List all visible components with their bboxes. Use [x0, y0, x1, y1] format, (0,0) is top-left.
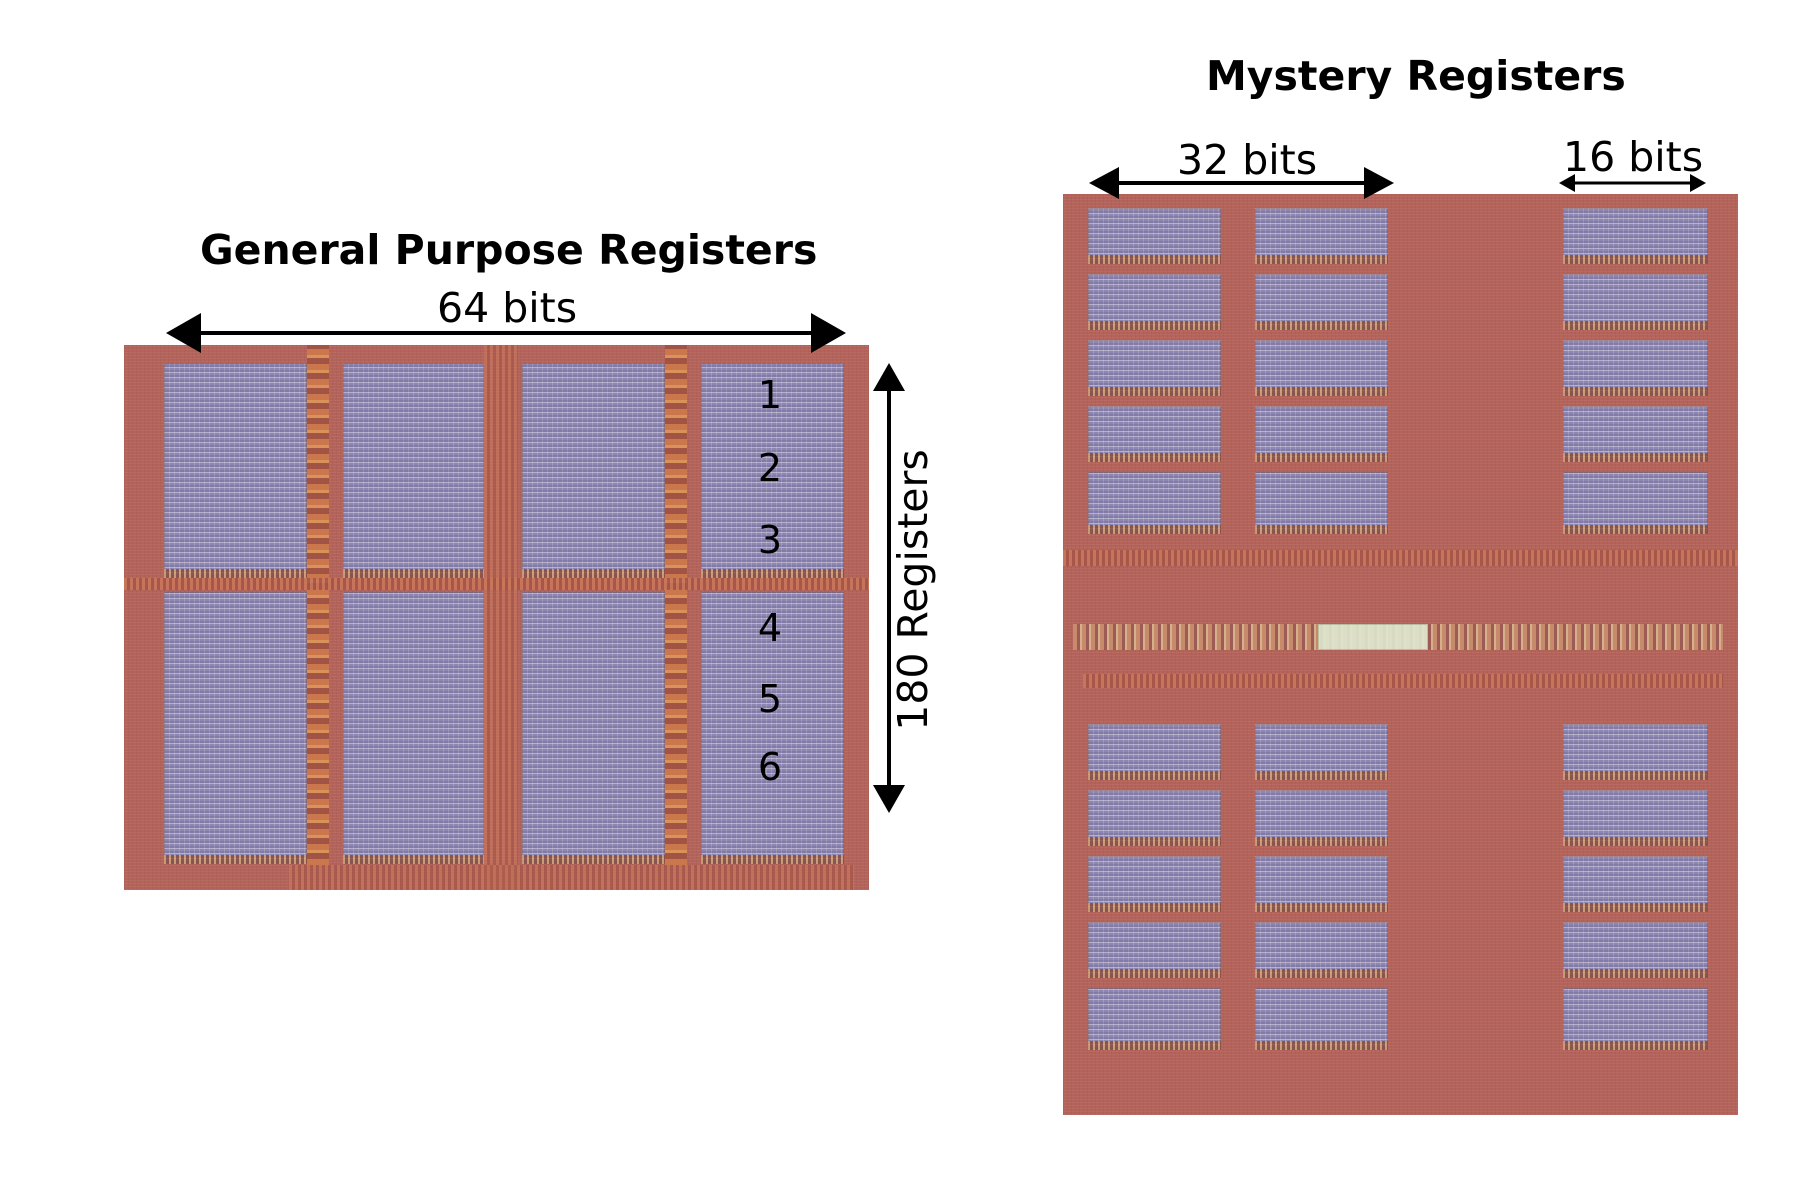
mystery-bank	[1255, 790, 1388, 846]
mystery-bank	[1088, 922, 1221, 978]
mystery-bank	[1563, 856, 1708, 912]
mystery-bank	[1563, 274, 1708, 330]
mystery-bank	[1255, 988, 1388, 1050]
mystery-bank	[1088, 406, 1221, 462]
gpr-title: General Purpose Registers	[200, 226, 818, 274]
gpr-bank	[701, 363, 844, 578]
gpr-width-arrow	[166, 313, 846, 353]
mystery-width-arrow-32	[1089, 167, 1394, 199]
gpr-bank	[164, 592, 307, 864]
mystery-bank	[1255, 274, 1388, 330]
gpr-bank	[522, 363, 665, 578]
mystery-title: Mystery Registers	[1206, 52, 1626, 100]
gpr-width-label: 64 bits	[437, 284, 578, 332]
gpr-row-number: 2	[757, 446, 783, 490]
mystery-bank	[1255, 922, 1388, 978]
mystery-width-label-16: 16 bits	[1563, 133, 1704, 181]
gpr-bank	[343, 592, 484, 864]
mystery-bank	[1563, 922, 1708, 978]
mystery-bank	[1255, 406, 1388, 462]
mystery-bank	[1088, 790, 1221, 846]
gpr-row-number: 4	[757, 606, 783, 650]
mystery-row-bus	[1063, 550, 1738, 566]
mystery-bank	[1563, 340, 1708, 396]
gpr-bank	[522, 592, 665, 864]
gpr-row-number: 1	[757, 373, 783, 417]
mystery-bank	[1563, 406, 1708, 462]
gpr-row-number: 6	[757, 745, 783, 789]
mystery-bank	[1088, 472, 1221, 534]
mystery-bank	[1563, 724, 1708, 780]
mystery-bank	[1088, 274, 1221, 330]
gpr-bank	[164, 363, 307, 578]
gpr-row-number: 3	[757, 518, 783, 562]
mystery-bank	[1088, 340, 1221, 396]
gpr-bottom-strip	[289, 865, 854, 890]
mystery-bank	[1563, 472, 1708, 534]
mystery-bank	[1563, 208, 1708, 264]
gpr-strap	[307, 345, 329, 865]
gpr-height-arrow	[873, 363, 905, 813]
gpr-die-photo	[124, 345, 869, 890]
mystery-bank	[1255, 472, 1388, 534]
mystery-bank	[1088, 856, 1221, 912]
mystery-bank	[1088, 988, 1221, 1050]
mystery-bank	[1255, 340, 1388, 396]
mystery-width-label-32: 32 bits	[1177, 136, 1318, 184]
gpr-bank	[343, 363, 484, 578]
gpr-center-bus	[484, 345, 518, 890]
gpr-row-bus	[124, 578, 869, 590]
mystery-width-arrow-16	[1559, 174, 1706, 192]
mystery-bank	[1255, 856, 1388, 912]
mystery-row-bus	[1083, 674, 1723, 688]
mystery-bank	[1563, 790, 1708, 846]
gpr-row-number: 5	[757, 677, 783, 721]
mystery-bank	[1088, 208, 1221, 264]
gpr-bank	[701, 592, 844, 864]
mystery-bank	[1563, 988, 1708, 1050]
mystery-bank	[1088, 724, 1221, 780]
mystery-bank	[1255, 724, 1388, 780]
mystery-control-block	[1318, 624, 1428, 650]
mystery-bank	[1255, 208, 1388, 264]
gpr-strap	[665, 345, 687, 865]
mystery-die-photo	[1063, 194, 1738, 1115]
